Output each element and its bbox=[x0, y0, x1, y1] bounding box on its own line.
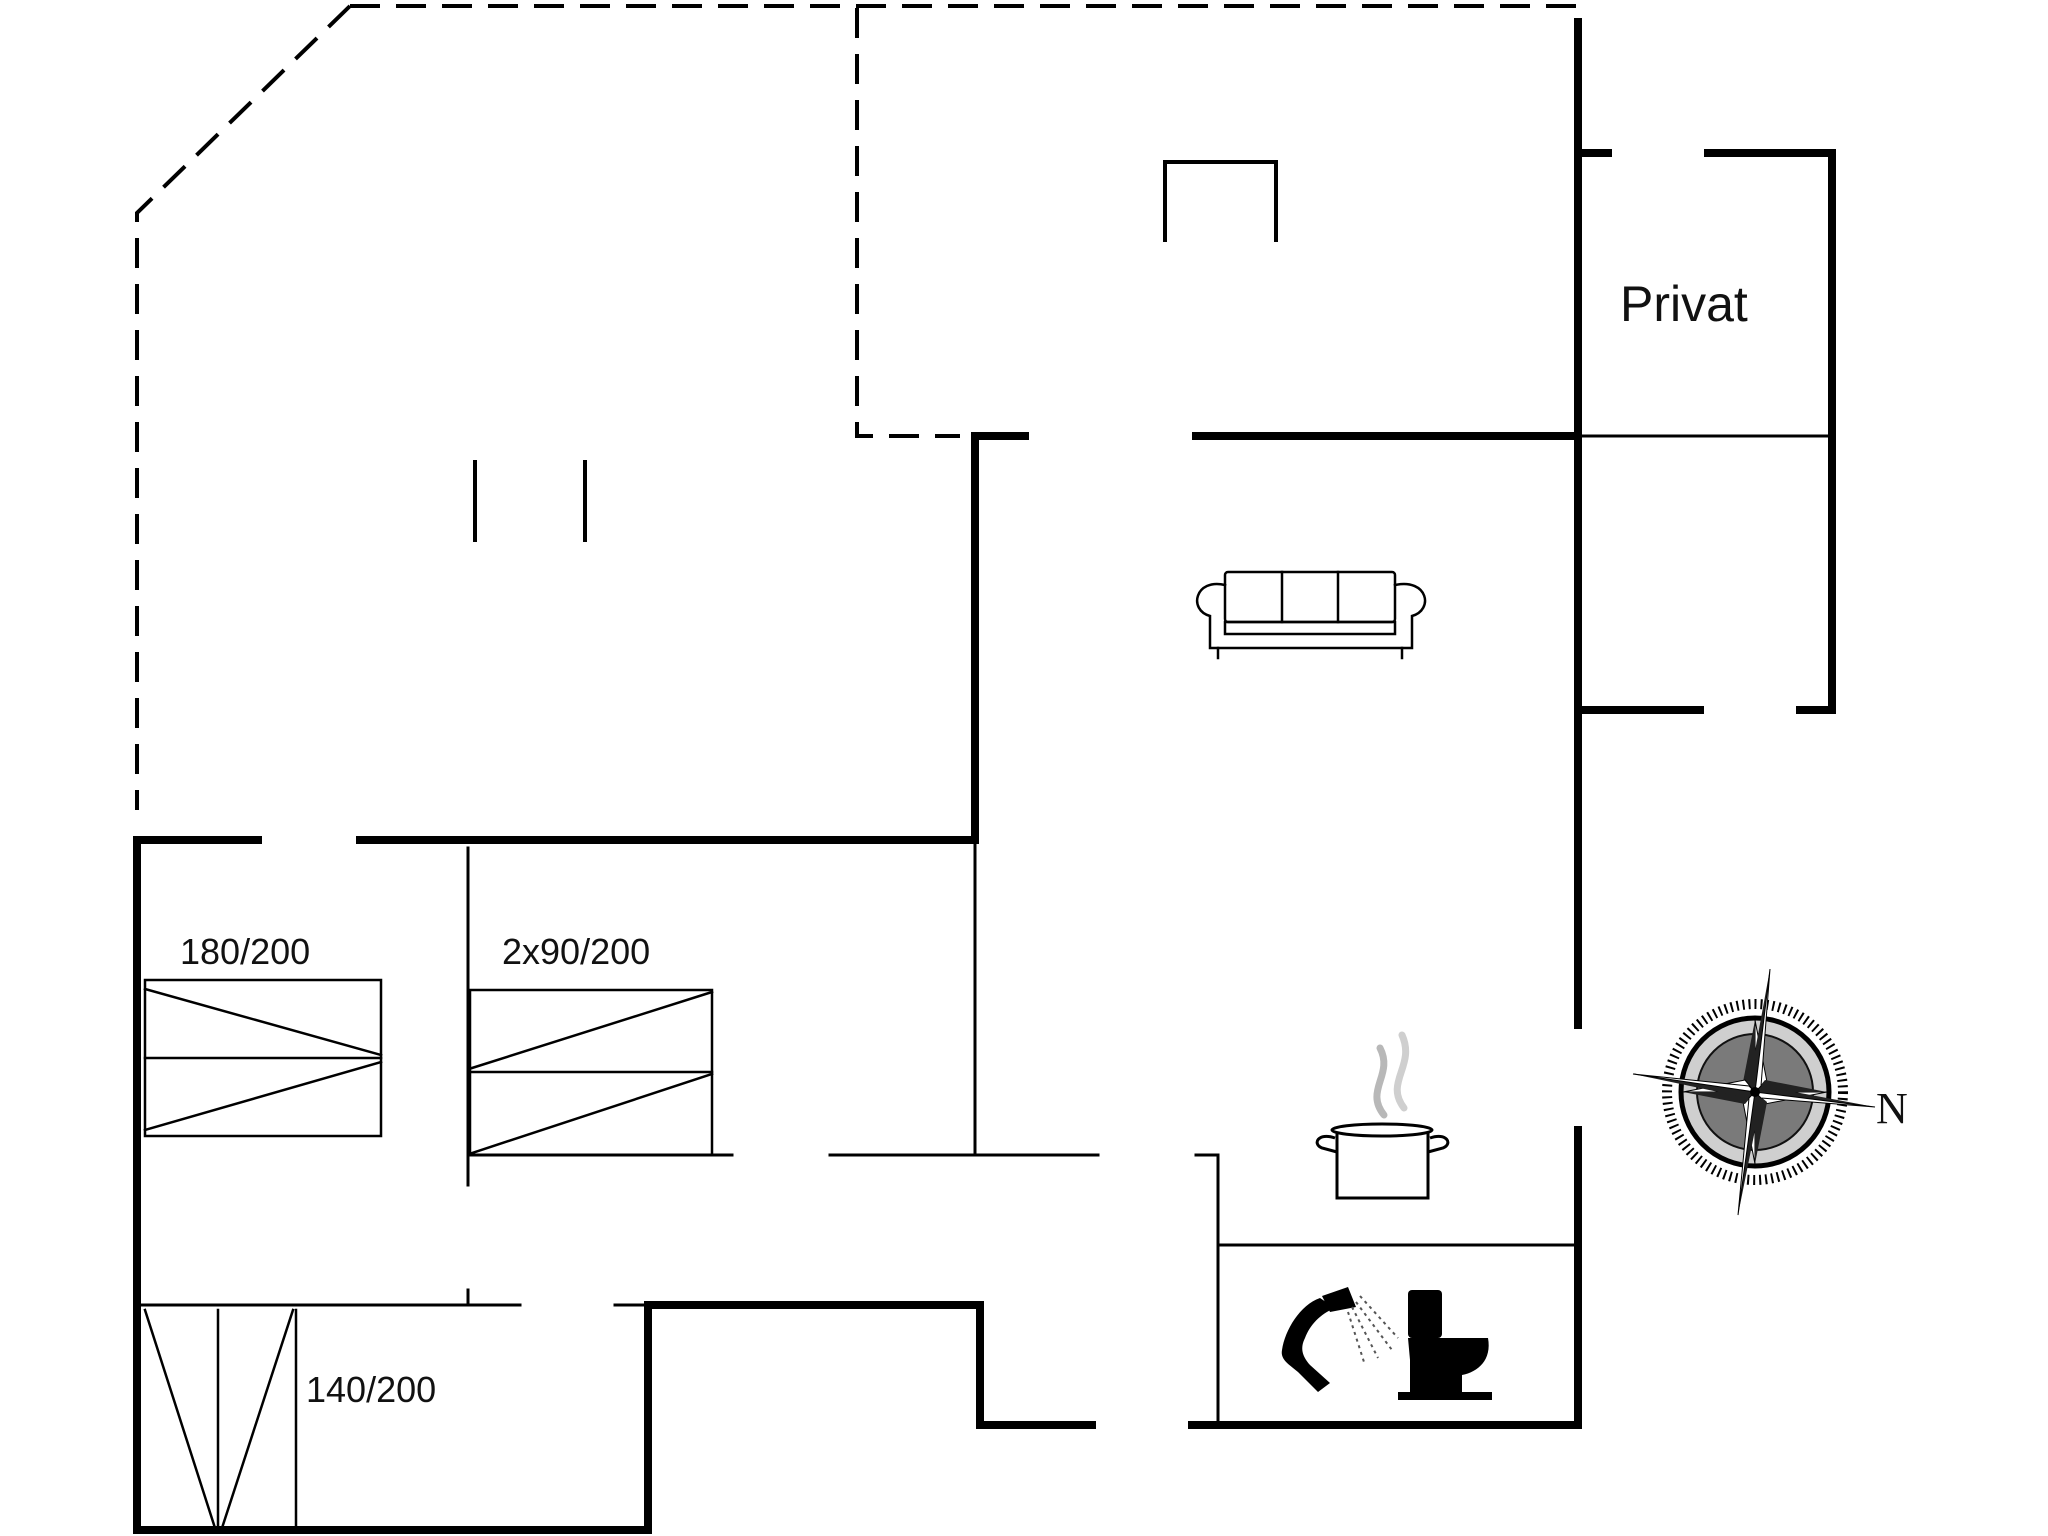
bed-140-200 bbox=[143, 1308, 298, 1532]
exterior-walls bbox=[133, 18, 1836, 1534]
terrace-outline-dashed bbox=[135, 4, 1578, 810]
compass-rose-icon bbox=[1632, 968, 1876, 1216]
toilet-icon bbox=[1398, 1290, 1492, 1400]
shower-icon bbox=[1281, 1287, 1399, 1392]
sofa-icon bbox=[1195, 570, 1427, 660]
north-label: N bbox=[1876, 1084, 1908, 1133]
bed-label-140-200: 140/200 bbox=[306, 1369, 436, 1410]
bed-180-200 bbox=[143, 978, 383, 1138]
room-label-privat: Privat bbox=[1620, 276, 1748, 332]
bed-2x90-200 bbox=[468, 988, 714, 1157]
bed-label-180-200: 180/200 bbox=[180, 931, 310, 972]
cooking-pot-icon bbox=[1315, 1031, 1450, 1200]
opening-marks bbox=[473, 160, 1278, 542]
bed-label-2x90-200: 2x90/200 bbox=[502, 931, 650, 972]
